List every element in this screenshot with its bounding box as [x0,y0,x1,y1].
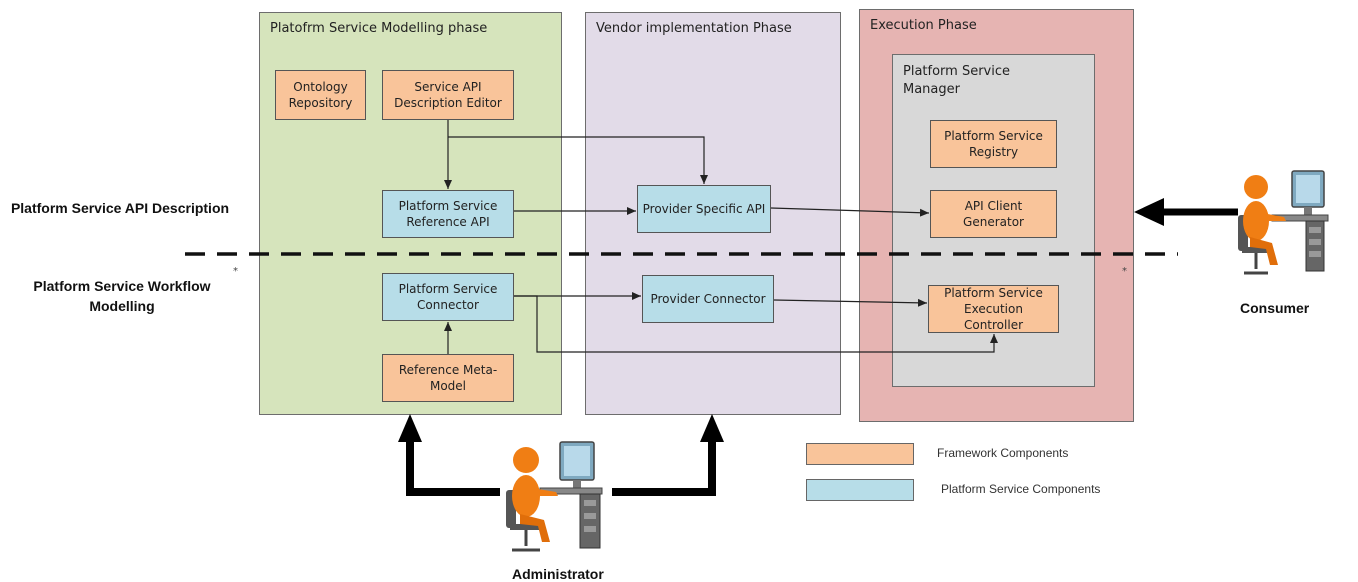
person-at-computer-icon [1238,170,1329,275]
service-connector: Platform Service Connector [382,273,514,321]
ontology-repository-label: Ontology Repository [288,79,353,110]
legend-platform-swatch [806,479,914,501]
api-client-generator: API Client Generator [930,190,1057,238]
service-api-editor-label: Service API Description Editor [394,79,502,110]
provider-connector: Provider Connector [642,275,774,323]
service-registry-label: Platform Service Registry [944,128,1043,159]
ontology-repository: Ontology Repository [275,70,366,120]
provider-api-label: Provider Specific API [642,201,766,216]
administrator-label: Administrator [512,566,604,582]
consumer-label: Consumer [1240,300,1310,316]
consumer-arrow-head [1134,198,1164,226]
provider-connector-label: Provider Connector [650,291,766,306]
admin-arrow-left [406,436,500,496]
reference-metamodel-label: Reference Meta-Model [398,362,498,393]
admin-arrow-right [612,436,716,496]
star-marker-right: * [1122,266,1127,277]
modelling-phase-title: Platofrm Service Modelling phase [270,21,488,36]
execution-controller: Platform Service Execution Controller [928,285,1059,333]
legend-platform-label: Platform Service Components [941,482,1101,496]
provider-api: Provider Specific API [637,185,771,233]
workflow-modelling-label: Platform Service Workflow Modelling [33,278,211,315]
admin-arrow-left-head [398,414,422,442]
execution-phase-title: Execution Phase [870,18,977,33]
vendor-phase-title: Vendor implementation Phase [596,21,792,36]
edge-provider-connector-controller [773,298,928,307]
person-at-computer-icon [506,441,603,552]
legend-framework-label: Framework Components [937,446,1069,460]
reference-api-label: Platform Service Reference API [398,198,498,229]
service-api-editor: Service API Description Editor [382,70,514,120]
star-marker-left: * [233,266,238,277]
edge-provider-api-client-generator [770,207,930,217]
api-client-generator-label: API Client Generator [963,198,1024,229]
execution-controller-label: Platform Service Execution Controller [944,285,1043,333]
service-registry: Platform Service Registry [930,120,1057,168]
admin-arrow-right-head [700,414,724,442]
edge-editor-provider-api [448,136,708,184]
reference-metamodel: Reference Meta-Model [382,354,514,402]
service-connector-label: Platform Service Connector [398,281,498,312]
edge-connector-controller [514,295,998,353]
reference-api: Platform Service Reference API [382,190,514,238]
api-description-label: Platform Service API Description [10,200,230,216]
service-manager-title: Platform Service Manager [903,64,1011,97]
legend-framework-swatch [806,443,914,465]
